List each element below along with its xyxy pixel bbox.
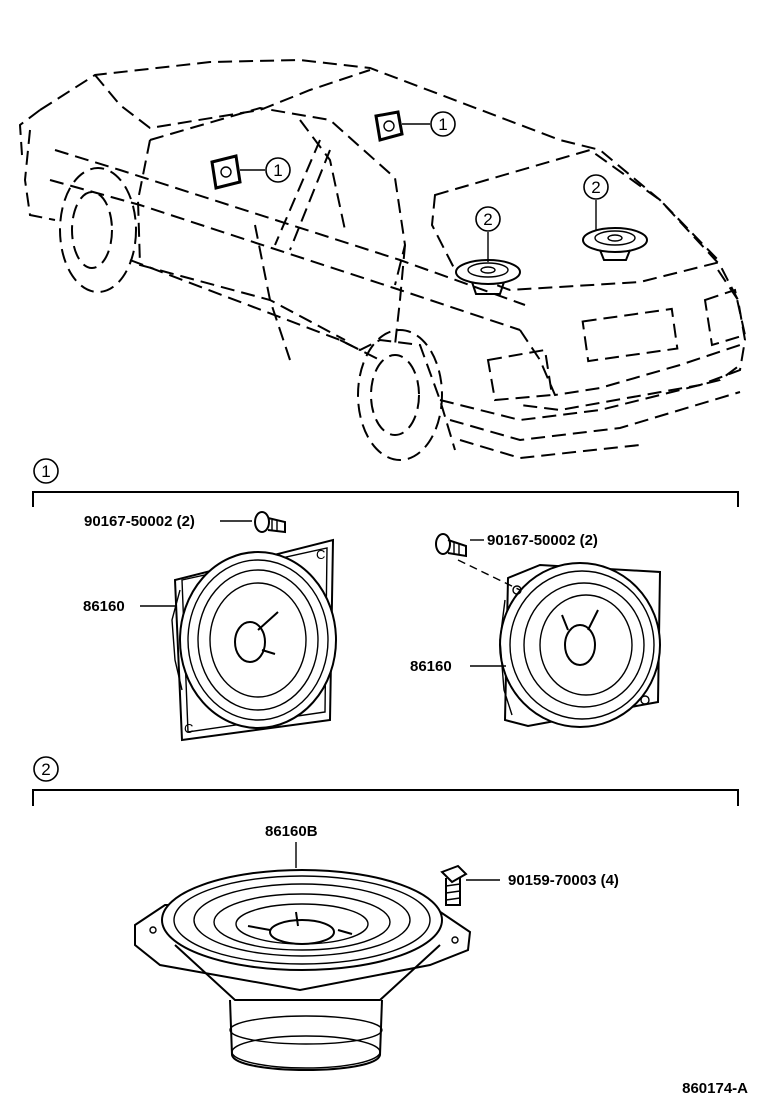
door-speaker-front bbox=[210, 154, 242, 190]
speaker-right bbox=[499, 562, 662, 728]
svg-text:C: C bbox=[184, 721, 193, 736]
svg-text:2: 2 bbox=[483, 210, 492, 229]
callout-right-shelf: 2 bbox=[583, 174, 609, 230]
speaker-left: C C bbox=[171, 538, 337, 742]
speaker-b-label: 86160B bbox=[265, 823, 318, 840]
section-1-bracket bbox=[32, 491, 739, 507]
screw-left-label: 90167-50002 (2) bbox=[84, 513, 195, 530]
shelf-speaker-left bbox=[455, 259, 521, 295]
shelf-speaker-right bbox=[582, 227, 648, 261]
speaker-left-label: 86160 bbox=[83, 598, 125, 615]
svg-text:2: 2 bbox=[591, 178, 600, 197]
svg-text:2: 2 bbox=[41, 760, 50, 779]
door-speaker-rear bbox=[374, 110, 404, 142]
callout-rear-door: 1 bbox=[402, 111, 456, 137]
screw-b-label: 90159-70003 (4) bbox=[508, 872, 619, 889]
svg-text:C: C bbox=[316, 547, 325, 562]
speaker-right-label: 86160 bbox=[410, 658, 452, 675]
section-2-marker: 2 bbox=[33, 756, 59, 782]
svg-text:1: 1 bbox=[438, 115, 447, 134]
screw-right bbox=[435, 533, 467, 558]
screw-right-label: 90167-50002 (2) bbox=[487, 532, 598, 549]
svg-text:1: 1 bbox=[41, 462, 50, 481]
diagram-code: 860174-A bbox=[682, 1080, 748, 1097]
svg-text:1: 1 bbox=[273, 161, 282, 180]
screw-b bbox=[440, 864, 468, 906]
speaker-b bbox=[134, 869, 472, 1071]
callout-front-door: 1 bbox=[240, 157, 291, 183]
screw-left bbox=[254, 511, 286, 534]
section-1-marker: 1 bbox=[33, 458, 59, 484]
car-illustration bbox=[18, 58, 747, 461]
section-2-bracket bbox=[32, 789, 739, 806]
callout-left-shelf: 2 bbox=[475, 206, 501, 262]
